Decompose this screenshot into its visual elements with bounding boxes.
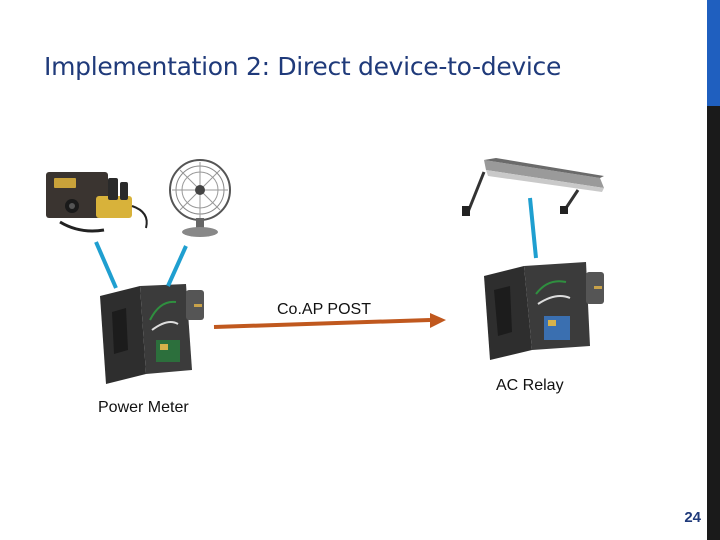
shop-light-lamp-photo <box>462 158 604 216</box>
page-number: 24 <box>684 509 701 526</box>
desk-fan-photo <box>170 160 230 237</box>
arrow-label: Co.AP POST <box>277 301 371 319</box>
relay-label: AC Relay <box>496 377 564 395</box>
soldering-station-photo <box>40 158 158 238</box>
power-meter-box-photo <box>92 280 216 384</box>
power-meter-label: Power Meter <box>98 399 189 417</box>
connector-lamp-to-relay <box>530 198 536 258</box>
ac-relay-box-photo <box>476 262 636 366</box>
